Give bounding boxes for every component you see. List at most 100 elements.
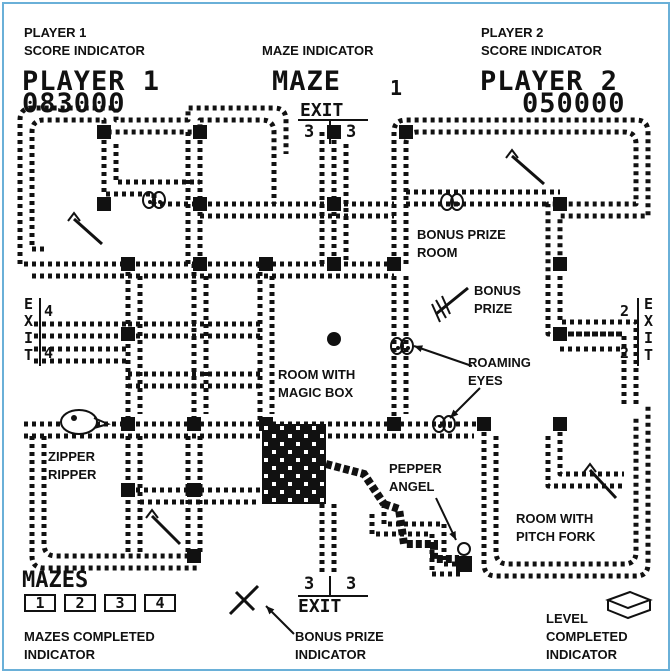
magic-box-cell bbox=[296, 442, 300, 446]
pitch-fork-handle bbox=[74, 219, 102, 244]
maze-junction bbox=[387, 417, 401, 431]
level-completed-callout: LEVEL COMPLETED INDICATOR bbox=[546, 610, 628, 664]
roaming-eye-pupil bbox=[148, 200, 152, 204]
exit-right-letter-e: E bbox=[644, 296, 653, 313]
magic-box-cell bbox=[288, 466, 292, 470]
magic-box-cell bbox=[312, 426, 316, 430]
magic-box-cell bbox=[264, 474, 268, 478]
room-magic-box-line2: MAGIC BOX bbox=[278, 384, 355, 402]
room-magic-box-line1: ROOM WITH bbox=[278, 366, 355, 384]
magic-box-cell bbox=[264, 458, 268, 462]
zigzag-path bbox=[326, 464, 384, 504]
bonus-prize-room-callout: BONUS PRIZE ROOM bbox=[417, 226, 506, 262]
magic-box-cell bbox=[280, 474, 284, 478]
player2-indicator-callout: PLAYER 2 SCORE INDICATOR bbox=[481, 24, 602, 60]
maze-junction bbox=[553, 257, 567, 271]
magic-box-cell bbox=[288, 450, 292, 454]
magic-box-cell bbox=[272, 498, 276, 502]
roaming-eyes-arrow bbox=[414, 346, 472, 366]
maze-junction bbox=[553, 417, 567, 431]
exit-left-letter-e: E bbox=[24, 296, 33, 313]
magic-box-cell bbox=[296, 458, 300, 462]
maze-junction bbox=[193, 125, 207, 139]
exit-top-label: EXIT bbox=[300, 100, 343, 121]
exit-right-letter-x: X bbox=[644, 313, 653, 330]
pepper-angel-body bbox=[456, 556, 472, 572]
maze-junction bbox=[187, 483, 201, 497]
level-completed-line2: COMPLETED bbox=[546, 628, 628, 646]
exit-right-letter-i: I bbox=[644, 330, 653, 347]
exit-bottom-left-count: 3 bbox=[304, 574, 314, 594]
player1-indicator-callout: PLAYER 1 SCORE INDICATOR bbox=[24, 24, 145, 60]
maze-box-1: 1 bbox=[24, 594, 56, 612]
magic-box-cell bbox=[312, 490, 316, 494]
magic-box-cell bbox=[304, 498, 308, 502]
player1-indicator-line2: SCORE INDICATOR bbox=[24, 42, 145, 60]
maze-junction bbox=[259, 257, 273, 271]
magic-box-cell bbox=[272, 434, 276, 438]
maze-junction bbox=[121, 257, 135, 271]
maze-box-3: 3 bbox=[104, 594, 136, 612]
exit-right-vertical: E X I T bbox=[644, 296, 653, 364]
zipper-ripper-callout: ZIPPER RIPPER bbox=[48, 448, 96, 484]
maze-junction bbox=[193, 197, 207, 211]
roaming-eyes-arrow bbox=[414, 345, 423, 352]
exit-right-letter-t: T bbox=[644, 347, 653, 364]
maze-junction bbox=[387, 257, 401, 271]
zipper-ripper-line2: RIPPER bbox=[48, 466, 96, 484]
maze-junction bbox=[553, 327, 567, 341]
magic-box-cell bbox=[280, 426, 284, 430]
magic-box-cell bbox=[304, 482, 308, 486]
magic-box-cell bbox=[320, 466, 324, 470]
maze-number: 1 bbox=[390, 76, 402, 100]
pepper-angel-line2: ANGEL bbox=[389, 478, 442, 496]
bonus-prize-line1: BONUS bbox=[474, 282, 521, 300]
maze-junction bbox=[553, 197, 567, 211]
roaming-eyes-line1: ROAMING bbox=[468, 354, 531, 372]
pepper-angel-line1: PEPPER bbox=[389, 460, 442, 478]
pitch-fork-handle bbox=[512, 156, 544, 184]
magic-box-cell bbox=[288, 482, 292, 486]
magic-box-cell bbox=[264, 426, 268, 430]
player1-score: 083000 bbox=[22, 92, 126, 116]
level-completed-line1: LEVEL bbox=[546, 610, 628, 628]
maze-box-4: 4 bbox=[144, 594, 176, 612]
pitch-fork-handle bbox=[152, 516, 180, 544]
magic-box-cell bbox=[296, 474, 300, 478]
roaming-eye-pupil bbox=[448, 424, 452, 428]
zipper-ripper-eye bbox=[71, 415, 77, 421]
bonus-prize-indicator-line2: INDICATOR bbox=[295, 646, 384, 664]
mazes-completed-line2: INDICATOR bbox=[24, 646, 155, 664]
maze-indicator-callout: MAZE INDICATOR bbox=[262, 42, 373, 60]
center-dot bbox=[327, 332, 341, 346]
maze-junction bbox=[193, 257, 207, 271]
magic-box-cell bbox=[288, 434, 292, 438]
magic-box-cell bbox=[264, 490, 268, 494]
magic-box-cell bbox=[320, 434, 324, 438]
magic-box-cell bbox=[272, 450, 276, 454]
magic-box-cell bbox=[312, 442, 316, 446]
magic-box-cell bbox=[264, 442, 268, 446]
exit-bottom-label: EXIT bbox=[298, 596, 341, 617]
bonus-prize-indicator-line1: BONUS PRIZE bbox=[295, 628, 384, 646]
magic-box-cell bbox=[296, 426, 300, 430]
bonus-prize-room-line2: ROOM bbox=[417, 244, 506, 262]
maze-junction bbox=[477, 417, 491, 431]
exit-left-letter-t: T bbox=[24, 347, 33, 364]
magic-box-cell bbox=[288, 498, 292, 502]
maze-junction bbox=[399, 125, 413, 139]
roaming-eye-pupil bbox=[456, 202, 460, 206]
roaming-eyes-callout: ROAMING EYES bbox=[468, 354, 531, 390]
magic-box-cell bbox=[320, 450, 324, 454]
magic-box-cell bbox=[272, 466, 276, 470]
maze-junction bbox=[187, 417, 201, 431]
maze-path bbox=[20, 108, 286, 264]
maze-junction bbox=[121, 417, 135, 431]
mazes-label: MAZES bbox=[22, 568, 88, 593]
magic-box-cell bbox=[304, 434, 308, 438]
room-magic-box-callout: ROOM WITH MAGIC BOX bbox=[278, 366, 355, 402]
magic-box bbox=[262, 424, 326, 504]
magic-box-cell bbox=[304, 450, 308, 454]
pepper-angel-head bbox=[458, 543, 470, 555]
bonus-prize-fork-tines bbox=[432, 296, 450, 322]
